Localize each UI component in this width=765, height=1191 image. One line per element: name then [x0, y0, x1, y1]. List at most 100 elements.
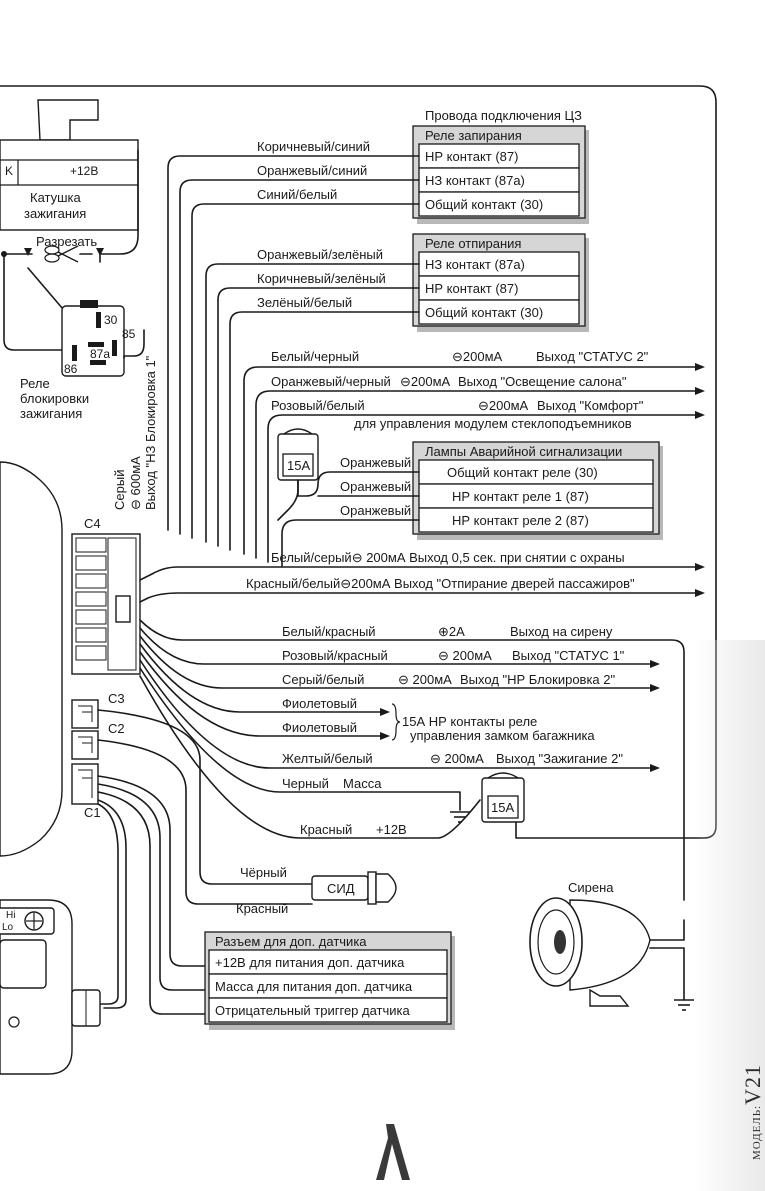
hazard-wire-2: Оранжевый [340, 479, 411, 494]
power-fuse: 15A [481, 772, 525, 823]
coil-label-2: зажигания [24, 206, 86, 221]
led-wire-1: Чёрный [240, 865, 287, 880]
unlock-wire-1: Оранжевый/зелёный [257, 247, 383, 262]
cut-label: Разрезать [36, 234, 97, 249]
shock-hi-label: Hi [6, 910, 15, 921]
top-output-2-current: ⊖200мА [400, 374, 451, 389]
sensor-header: Разъем для доп. датчика [215, 934, 367, 949]
low-output-wires [139, 619, 685, 901]
top-output-3-current: ⊖200мА [478, 398, 529, 413]
ignition-coil: K +12В Катушка зажигания [0, 99, 139, 231]
hazard-header: Лампы Аварийной сигнализации [425, 444, 622, 459]
adjust-knob-icon [24, 911, 44, 931]
scissors-icon [44, 245, 79, 263]
sensor-row-1: +12В для питания доп. датчика [215, 955, 405, 970]
central-lock-wires [167, 155, 420, 551]
lock-relay-header: Реле запирания [425, 128, 522, 143]
low-output-2-label: Выход "СТАТУС 1" [512, 648, 625, 663]
unlock-relay-row-1: НЗ контакт (87а) [425, 257, 525, 272]
power-label: +12В [376, 822, 407, 837]
hazard-wire-3: Оранжевый [340, 503, 411, 518]
connector-c3: C3 [108, 691, 125, 706]
model-name: V21 [740, 1064, 765, 1105]
siren-icon [529, 897, 685, 1007]
immobilizer-relay: 30 85 86 87a [61, 300, 136, 377]
low-output-3-label: Выход "НР Блокировка 2" [460, 672, 616, 687]
lock-wire-3: Синий/белый [257, 187, 337, 202]
relay-pin-30: 30 [104, 313, 118, 327]
coil-k-label: K [5, 164, 13, 178]
siren-ground-icon [674, 999, 694, 1011]
power-fuse-label: 15A [491, 800, 514, 815]
relay-pin-86: 86 [64, 362, 78, 376]
lock-relay-row-2: НЗ контакт (87а) [425, 173, 525, 188]
ground-wire: Черный [282, 776, 329, 791]
sensor-row-3: Отрицательный триггер датчика [215, 1003, 411, 1018]
gray-wire-label: Серый [112, 470, 127, 510]
trunk-note-2: управления замком багажника [410, 728, 595, 743]
sensor-row-2: Масса для питания доп. датчика [215, 979, 413, 994]
unlock-wire-3: Зелёный/белый [257, 295, 352, 310]
ignition2-wire: Желтый/белый [282, 751, 373, 766]
relay-label-2: блокировки [20, 391, 89, 406]
low-output-1-current: ⊕2А [438, 624, 465, 639]
connector-c4: C4 [84, 516, 101, 531]
top-output-3-wire: Розовый/белый [271, 398, 365, 413]
low-output-2-wire: Розовый/красный [282, 648, 388, 663]
mid-output-wires [139, 563, 705, 603]
relay-label-3: зажигания [20, 406, 82, 421]
connector-c1: C1 [84, 805, 101, 820]
coil-label-1: Катушка [30, 190, 82, 205]
unlock-relay-row-2: НР контакт (87) [425, 281, 518, 296]
connector-c2: C2 [108, 721, 125, 736]
low-output-3-current: ⊖ 200мА [398, 672, 452, 687]
top-output-2-label: Выход "Освещение салона" [458, 374, 627, 389]
sensor-box: Разъем для доп. датчика +12В для питания… [204, 931, 455, 1030]
hazard-wire-1: Оранжевый [340, 455, 411, 470]
brand-lambda-icon [376, 1124, 410, 1180]
ignition2-current: ⊖ 200мА [430, 751, 484, 766]
led-wires [97, 709, 313, 905]
model-prefix: МОДЕЛЬ: [751, 1104, 763, 1160]
hazard-row-3: НР контакт реле 2 (87) [452, 513, 589, 528]
led-label: СИД [327, 881, 355, 896]
top-output-1-current: ⊖200мА [452, 349, 503, 364]
top-output-2-wire: Оранжевый/черный [271, 374, 391, 389]
lock-wire-2: Оранжевый/синий [257, 163, 367, 178]
lock-wire-1: Коричневый/синий [257, 139, 370, 154]
hazard-fuse-label: 15A [287, 458, 310, 473]
comfort-note: для управления модулем стеклоподъемников [354, 416, 632, 431]
background-fade [695, 640, 765, 1191]
low-output-2-current: ⊖ 200мА [438, 648, 492, 663]
gray-wire-output: Выход "НЗ Блокировка 1" [143, 355, 158, 510]
relay-pin-87a: 87a [90, 347, 110, 361]
shock-lo-label: Lo [2, 922, 14, 933]
top-output-3-label: Выход "Комфорт" [537, 398, 644, 413]
low-output-1-wire: Белый/красный [282, 624, 376, 639]
hazard-fuse: 15A [277, 428, 319, 481]
trunk-wire-2: Фиолетовый [282, 720, 357, 735]
hazard-row-2: НР контакт реле 1 (87) [452, 489, 589, 504]
mid-output-2: Красный/белый⊖200мА Выход "Отпирание две… [246, 576, 635, 591]
relay-pin-85: 85 [122, 327, 136, 341]
top-output-1-label: Выход "СТАТУС 2" [536, 349, 649, 364]
hazard-wires [277, 471, 420, 567]
lock-relay-row-3: Общий контакт (30) [425, 197, 543, 212]
unlock-relay-box: Реле отпирания НЗ контакт (87а) НР конта… [412, 233, 589, 332]
relay-label-1: Реле [20, 376, 50, 391]
lock-relay-box: Реле запирания НР контакт (87) НЗ контак… [412, 125, 589, 224]
siren-label: Сирена [568, 880, 614, 895]
ground-icon [450, 811, 470, 823]
low-output-1-label: Выход на сирену [510, 624, 613, 639]
trunk-note-1: 15А НР контакты реле [402, 714, 537, 729]
led-wire-2: Красный [236, 901, 288, 916]
coil-plus12-wire [99, 149, 139, 263]
unlock-relay-row-3: Общий контакт (30) [425, 305, 543, 320]
central-lock-title: Провода подключения ЦЗ [425, 108, 582, 123]
alarm-main-unit [0, 461, 141, 857]
led-indicator: СИД [311, 871, 397, 905]
gray-wire-current: ⊖ 600мА [128, 456, 143, 510]
mid-output-1: Белый/серый⊖ 200мА Выход 0,5 сек. при сн… [271, 550, 625, 565]
power-wire: Красный [300, 822, 352, 837]
top-output-1-wire: Белый/черный [271, 349, 359, 364]
